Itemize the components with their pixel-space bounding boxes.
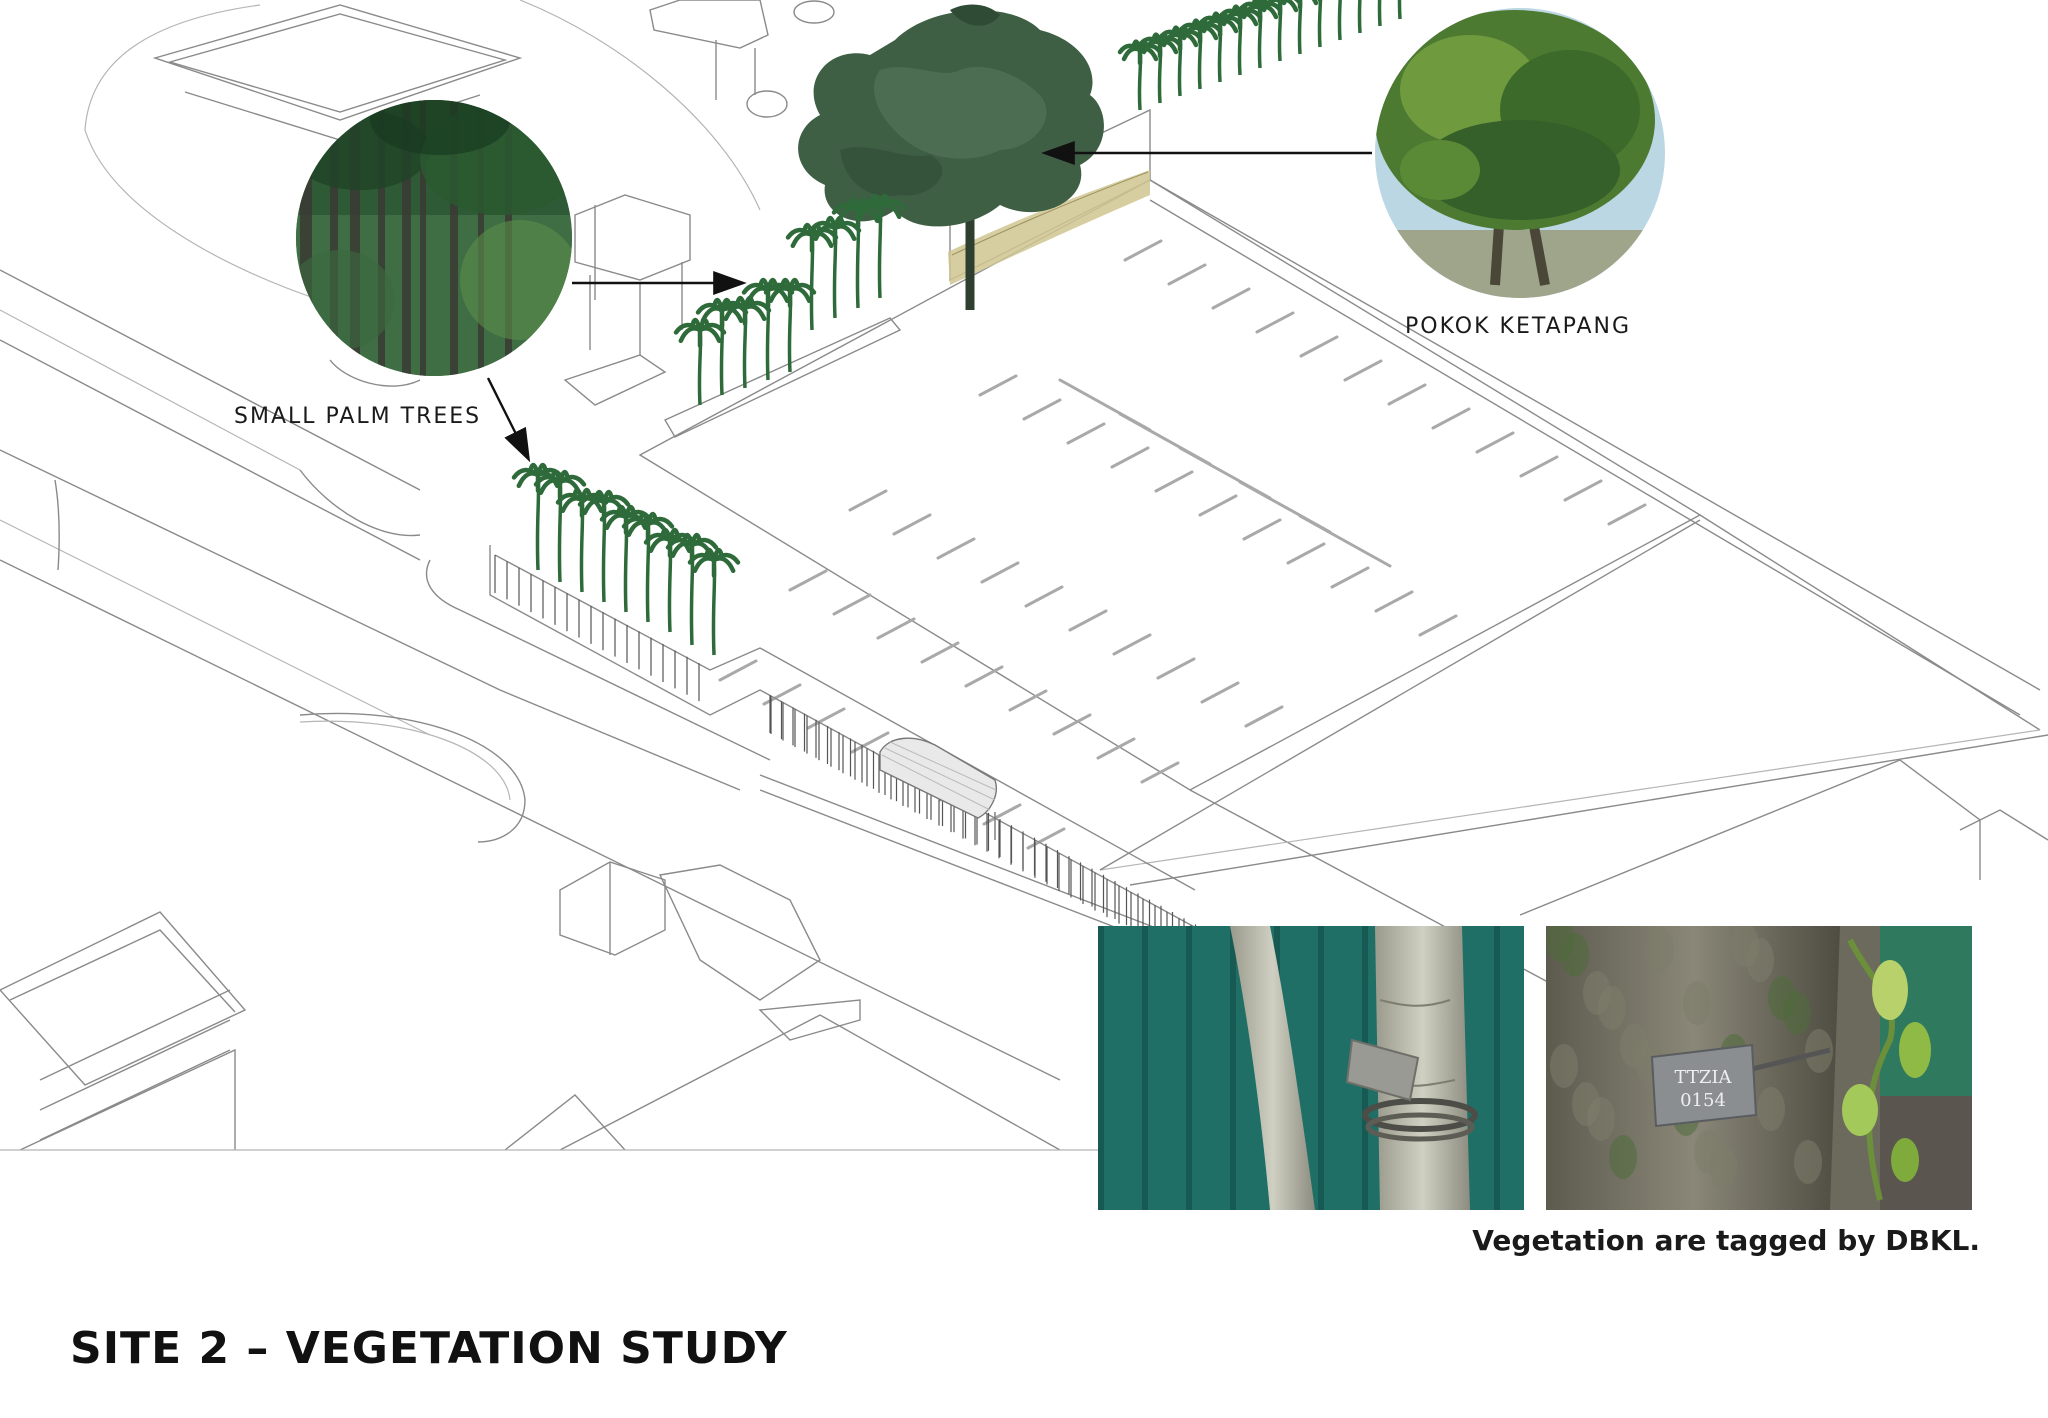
parking-stall-line <box>1330 566 1370 589</box>
parking-stall-line <box>1140 761 1180 784</box>
parking-stall-line <box>806 707 846 730</box>
palm-trees-photo <box>296 100 572 376</box>
parking-stall-line <box>1519 455 1559 478</box>
parking-stall-line <box>936 537 976 560</box>
palm-tree <box>808 215 862 319</box>
palm-tree <box>1337 0 1342 41</box>
parking-stall-line <box>1123 239 1163 262</box>
parking-stall-line <box>788 569 828 592</box>
parking-stall-line <box>848 489 888 512</box>
palm-tree <box>673 317 727 406</box>
bus-shelter <box>879 737 997 840</box>
parking-stall-line <box>1096 737 1136 760</box>
palm-tree <box>1177 18 1223 90</box>
parking-stall-line <box>1052 713 1092 736</box>
tree-tag-photo-left <box>1098 926 1524 1210</box>
parking-stall-line <box>1167 263 1207 286</box>
parking-stall-line <box>1343 359 1383 382</box>
parking-stall-line <box>1244 705 1284 728</box>
parking-stall-line <box>1198 494 1238 517</box>
parking-stall-line <box>1242 518 1282 541</box>
palm-tree <box>853 193 907 299</box>
ketapang-tree <box>798 4 1104 310</box>
parking-stall-line <box>1008 689 1048 712</box>
palm-tree <box>621 511 675 623</box>
parking-stall-line <box>892 513 932 536</box>
parking-stall-line <box>1299 335 1339 358</box>
palm-tree <box>831 197 885 309</box>
parking-stall-line <box>1066 422 1106 445</box>
parking-stall-line <box>982 803 1022 826</box>
parking-stall-line <box>1387 383 1427 406</box>
parking-stall-line <box>1286 542 1326 565</box>
parking-stall-line <box>1022 398 1062 421</box>
parking-stall-line <box>920 641 960 664</box>
tree-tag-plate: TTZIA 0154 <box>1650 1043 1758 1128</box>
palm-tree <box>1237 0 1283 69</box>
palm-tree <box>1317 0 1323 48</box>
parking-stall-line <box>1418 614 1458 637</box>
parking-stall-line <box>1110 446 1150 469</box>
palm-tree <box>763 277 817 373</box>
palm-trees <box>511 193 907 656</box>
parking-stall-line <box>980 561 1020 584</box>
palm-tree <box>1217 4 1263 76</box>
parking-stall-line <box>978 374 1018 397</box>
ketapang-tree-photo <box>1375 8 1665 298</box>
parking-stall-line <box>1563 479 1603 502</box>
parking-stall-line <box>718 659 758 682</box>
small-palm-trees-label: SMALL PALM TREES <box>234 404 481 429</box>
parking-stall-line <box>1211 287 1251 310</box>
parking-stall-line <box>1255 311 1295 334</box>
palm-tree <box>1117 39 1163 111</box>
parking-stall-line <box>876 617 916 640</box>
palm-tree <box>785 222 839 331</box>
tree-tag-code-line2: 0154 <box>1680 1090 1726 1111</box>
background-palm-row <box>1117 0 1402 111</box>
pokok-ketapang-label: POKOK KETAPANG <box>1405 314 1631 339</box>
palm-tree <box>1397 0 1402 20</box>
arrow-to-palm-row <box>486 377 531 463</box>
parking-stall-line <box>964 665 1004 688</box>
parking-aisle-line <box>1298 514 1392 568</box>
palm-tree <box>1377 0 1382 27</box>
palm-tree <box>1197 11 1243 83</box>
parking-stall-line <box>1200 681 1240 704</box>
parking-stall-line <box>1112 633 1152 656</box>
palm-tree <box>1137 32 1183 104</box>
parking-stall-line <box>1607 503 1647 526</box>
parking-stall-line <box>1024 585 1064 608</box>
palm-tree <box>718 295 772 389</box>
palm-tree <box>1257 0 1303 62</box>
parking-stall-line <box>1156 657 1196 680</box>
palm-tree <box>687 547 741 656</box>
photo-caption: Vegetation are tagged by DBKL. <box>1472 1224 1980 1257</box>
site-linework <box>0 0 2048 1151</box>
page-title: SITE 2 – VEGETATION STUDY <box>70 1323 788 1374</box>
tree-tag-photo-right: TTZIA 0154 <box>1546 926 1972 1210</box>
small-palm-trees-callout: SMALL PALM TREES <box>234 100 747 463</box>
parking-stall-line <box>1068 609 1108 632</box>
parking-stall-line <box>1374 590 1414 613</box>
parking-stall-line <box>1431 407 1471 430</box>
parking-stall-line <box>1475 431 1515 454</box>
parking-stall-line <box>850 731 890 754</box>
parking-stall-line <box>1154 470 1194 493</box>
palm-tree <box>1281 0 1319 55</box>
parking-stall-line <box>832 593 872 616</box>
palm-tree <box>1157 25 1203 97</box>
tree-tag-code-line1: TTZIA <box>1675 1067 1733 1088</box>
palm-tree <box>1357 0 1362 34</box>
palm-tree <box>695 297 749 396</box>
